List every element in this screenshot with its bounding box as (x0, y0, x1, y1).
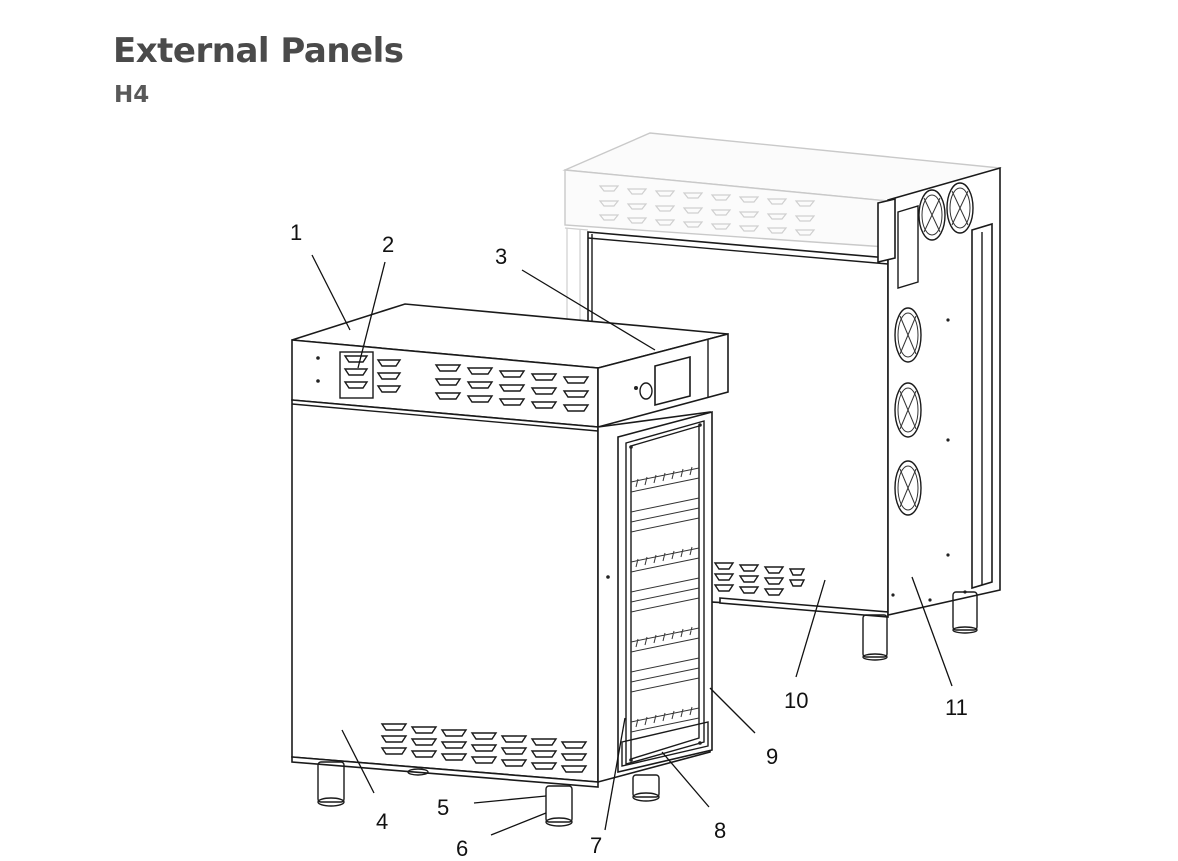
rack-shelves (630, 466, 700, 733)
callout-11: 11 (945, 695, 968, 720)
fan-icon (894, 382, 922, 438)
rear-unit-ghost (562, 132, 1003, 320)
top-vents (343, 355, 590, 412)
side-panel-4 (291, 399, 599, 783)
callout-7: 7 (590, 833, 602, 858)
power-knob (639, 382, 653, 400)
fan-icon (918, 189, 946, 241)
rear-unit-legs (862, 591, 978, 661)
lower-vents (380, 723, 588, 773)
callout-9: 9 (766, 744, 778, 769)
touch-screen (654, 355, 691, 407)
door-frame-9 (617, 410, 713, 774)
leader-lines (311, 254, 953, 836)
callout-3: 3 (495, 244, 507, 269)
callout-10: 10 (784, 688, 808, 713)
fan-icon (894, 460, 922, 516)
callout-1: 1 (290, 220, 302, 245)
fan-icon (894, 307, 922, 363)
front-unit (291, 303, 729, 827)
rear-unit-top-vents (598, 185, 816, 236)
side-panel-11 (877, 166, 1001, 616)
page-title: External Panels (113, 31, 404, 71)
model-subtitle: H4 (114, 82, 150, 108)
callout-5: 5 (437, 795, 449, 820)
callout-2: 2 (382, 232, 394, 257)
rear-panel-vents (713, 562, 806, 596)
fan-icon (946, 182, 974, 234)
front-unit-legs (317, 761, 660, 827)
base-strip-5 (291, 756, 599, 788)
callout-8: 8 (714, 818, 726, 843)
vent-cover-2 (339, 351, 374, 399)
callout-6: 6 (456, 836, 468, 861)
callout-labels: 1 2 3 4 5 6 7 8 9 10 11 (290, 220, 968, 861)
callout-4: 4 (376, 809, 388, 834)
door-gasket-8 (621, 721, 709, 767)
